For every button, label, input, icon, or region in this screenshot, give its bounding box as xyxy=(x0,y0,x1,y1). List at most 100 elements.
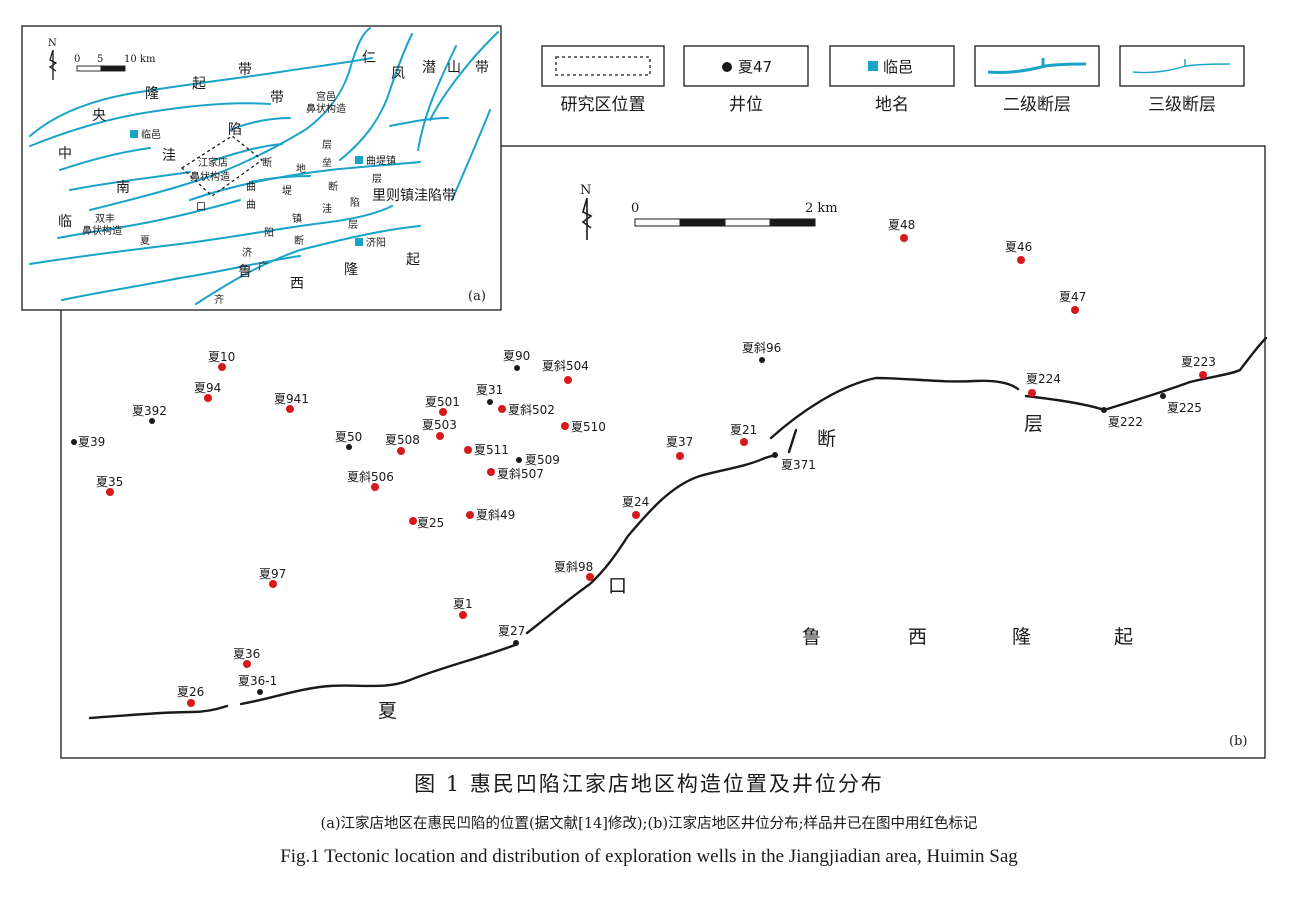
inset-label-lu: 鲁 xyxy=(238,264,252,280)
region-label-xi: 西 xyxy=(908,626,927,648)
inset-label-c16: 济 xyxy=(242,246,252,259)
well-label: 夏371 xyxy=(781,458,816,472)
well-marker xyxy=(516,457,522,463)
inset-place-marker-jiyang xyxy=(355,238,363,246)
well-w94: 夏94 xyxy=(194,381,221,402)
well-label: 夏21 xyxy=(730,423,757,437)
inset-label-dai2: 带 xyxy=(270,90,284,106)
sample-well-marker xyxy=(900,234,908,242)
xiakou-fault-ramp-segment xyxy=(525,453,777,635)
inset-scale-tick-5: 5 xyxy=(97,54,103,65)
inset-label-xi: 西 xyxy=(290,276,304,292)
inset-label-feng: 凤 xyxy=(391,66,405,82)
well-label: 夏48 xyxy=(888,218,915,232)
well-marker xyxy=(759,357,765,363)
inset-place-jiyang: 济阳 xyxy=(366,236,386,249)
inset-label-ren: 仁 xyxy=(362,50,376,66)
well-marker xyxy=(149,418,155,424)
sample-well-marker xyxy=(466,511,474,519)
well-label: 夏斜506 xyxy=(347,470,394,484)
well-w371: 夏371 xyxy=(772,452,816,472)
well-w504: 夏斜504 xyxy=(542,359,589,384)
region-label-kou: 口 xyxy=(608,575,627,597)
inset-study-area xyxy=(180,135,264,197)
inset-label-dai1: 带 xyxy=(238,62,252,78)
sample-well-marker xyxy=(218,363,226,371)
well-w48: 夏48 xyxy=(888,218,915,242)
sample-well-marker xyxy=(243,660,251,668)
well-marker xyxy=(257,689,263,695)
sample-well-marker xyxy=(676,452,684,460)
legend-well-example: 夏47 xyxy=(738,58,772,76)
well-marker xyxy=(513,640,519,646)
inset-label-xian: 陷 xyxy=(228,122,242,138)
well-w222: 夏222 xyxy=(1101,407,1143,429)
well-marker xyxy=(487,399,493,405)
well-label: 夏50 xyxy=(335,430,362,444)
well-w21: 夏21 xyxy=(730,423,757,446)
inset-label-gaoyi: 宫邑 xyxy=(316,90,336,103)
sample-well-marker xyxy=(1071,306,1079,314)
inset-faults xyxy=(29,27,499,305)
well-w49: 夏斜49 xyxy=(466,508,515,522)
legend-well-label: 井位 xyxy=(729,95,763,115)
main-scale-bar: 0 2 km xyxy=(631,201,838,227)
well-label: 夏509 xyxy=(525,453,560,467)
well-label: 夏511 xyxy=(474,443,509,457)
well-w223: 夏223 xyxy=(1181,355,1216,379)
well-w98: 夏斜98 xyxy=(554,560,594,581)
well-w96: 夏斜96 xyxy=(742,341,781,363)
well-label: 夏斜502 xyxy=(508,403,555,417)
well-label: 夏224 xyxy=(1026,372,1061,386)
figure: 断 层 口 夏 鲁 西 隆 起 N 0 2 km 夏10夏94夏392夏39夏3… xyxy=(21,25,1268,759)
well-marker xyxy=(346,444,352,450)
inset-label-zhong: 中 xyxy=(58,146,72,162)
well-label: 夏27 xyxy=(498,624,525,638)
well-w50: 夏50 xyxy=(335,430,362,450)
inset-label-xia: 夏 xyxy=(140,235,150,247)
well-marker xyxy=(772,452,778,458)
inset-label-guang: 广 xyxy=(258,261,268,273)
well-marker xyxy=(1160,393,1166,399)
region-label-ceng: 层 xyxy=(1024,413,1043,435)
inset-label-c11: 陷 xyxy=(350,196,360,209)
inset-scale-tick-0: 0 xyxy=(74,54,80,65)
legend-place: 临邑 地名 xyxy=(829,45,955,115)
well-w1: 夏1 xyxy=(453,597,473,619)
well-w36: 夏36 xyxy=(233,647,260,668)
well-w26: 夏26 xyxy=(177,685,204,707)
region-label-lu: 鲁 xyxy=(802,626,821,648)
well-w509: 夏509 xyxy=(516,453,560,467)
well-label: 夏225 xyxy=(1167,401,1202,415)
legend-fault-3: 三级断层 xyxy=(1119,45,1245,115)
well-w97: 夏97 xyxy=(259,567,286,588)
inset-map: N 0 5 10 km 临邑 曲堤镇 济阳 中 央 隆 起 带 南 临 洼 陷 … xyxy=(21,25,502,311)
well-w502: 夏斜502 xyxy=(498,403,555,417)
xiakou-fault-mid-segment xyxy=(239,643,517,706)
sample-well-marker xyxy=(269,580,277,588)
well-label: 夏90 xyxy=(503,349,530,363)
well-label: 夏36-1 xyxy=(238,674,277,688)
well-w37: 夏37 xyxy=(666,435,693,460)
well-w941: 夏941 xyxy=(274,392,309,413)
well-label: 夏94 xyxy=(194,381,221,395)
region-label-duan: 断 xyxy=(817,428,836,450)
inset-label-wengzi: 里则镇洼陷带 xyxy=(372,188,456,204)
legend-well: 夏47 井位 xyxy=(683,45,809,115)
well-label: 夏斜507 xyxy=(497,467,544,481)
inset-label-c12: 阳 xyxy=(264,227,274,239)
well-w510: 夏510 xyxy=(561,420,606,434)
legend: 研究区位置 夏47 井位 临邑 地名 二级断层 三级断层 xyxy=(541,45,1245,115)
well-w501: 夏501 xyxy=(425,395,460,416)
well-label: 夏24 xyxy=(622,495,649,509)
region-label-xia: 夏 xyxy=(378,700,397,722)
sample-well-marker xyxy=(1017,256,1025,264)
well-label: 夏941 xyxy=(274,392,309,406)
xiakou-fault-east-segment xyxy=(769,376,1020,440)
well-label: 夏503 xyxy=(422,418,457,432)
main-north-letter: N xyxy=(580,183,591,198)
well-label: 夏392 xyxy=(132,404,167,418)
inset-label-c14: 层 xyxy=(348,219,358,231)
inset-label-c13: 断 xyxy=(294,234,304,247)
sample-well-marker xyxy=(371,483,379,491)
